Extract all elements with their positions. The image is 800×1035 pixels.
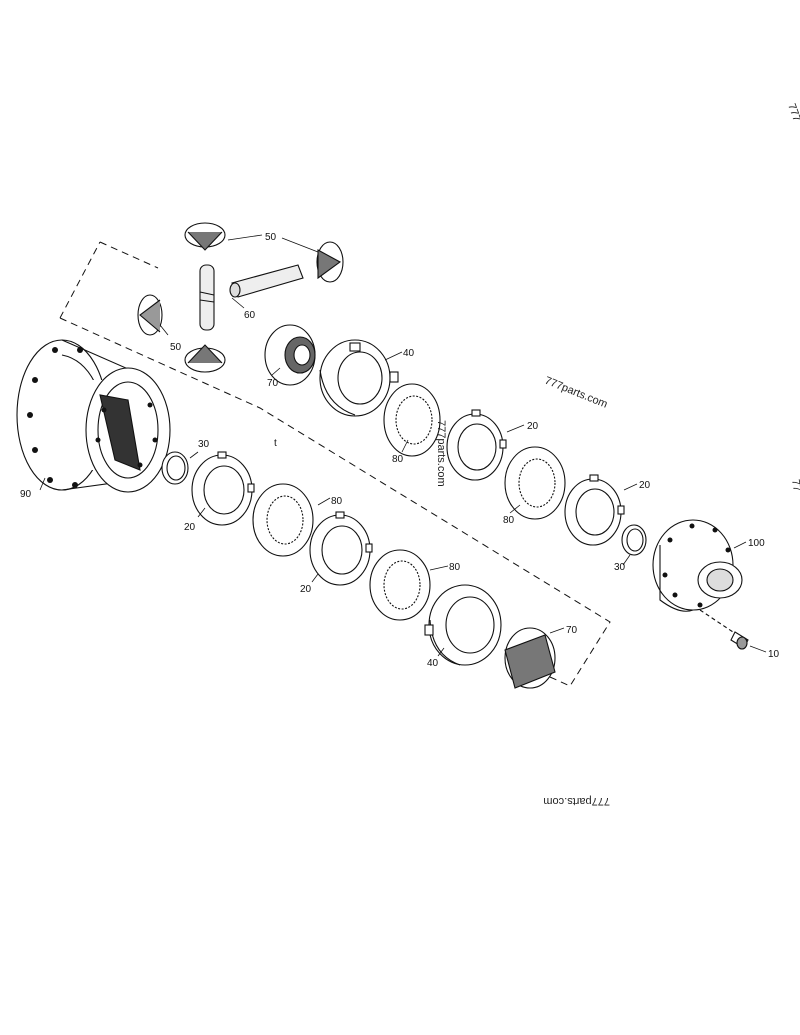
plate-20-4 — [309, 511, 373, 586]
clutch-housing-upper — [319, 339, 399, 417]
cross-shaft-vertical — [199, 264, 215, 331]
watermark-inverted: 777parts.com — [543, 795, 610, 807]
thrust-washer-30-right — [621, 524, 647, 556]
plate-20-1 — [446, 409, 507, 481]
label-80-2: 80 — [503, 515, 515, 526]
cross-shaft-horizontal — [229, 264, 304, 298]
watermark-upper: 777parts.com — [543, 375, 609, 411]
label-60: 60 — [244, 310, 256, 321]
side-gear-upper — [264, 324, 316, 386]
label-100: 100 — [748, 538, 765, 549]
differential-housing — [16, 339, 171, 493]
label-20-1: 20 — [527, 421, 539, 432]
thrust-washer-30-left — [161, 451, 189, 485]
bolt — [699, 609, 749, 650]
watermark-corner-right: 777 — [785, 102, 800, 123]
label-80-4: 80 — [449, 562, 461, 573]
friction-disc-80-1 — [383, 383, 441, 457]
label-40-upper: 40 — [403, 348, 415, 359]
label-20-4: 20 — [300, 584, 312, 595]
spider-gear-left — [137, 294, 163, 336]
label-80-1: 80 — [392, 454, 404, 465]
label-70-lower: 70 — [566, 625, 578, 636]
label-30-right: 30 — [614, 562, 626, 573]
label-30-left: 30 — [198, 439, 210, 450]
friction-disc-80-4 — [369, 549, 431, 621]
watermark-vertical: 777parts.com — [435, 420, 447, 487]
plate-20-3 — [191, 451, 255, 526]
differential-cover — [652, 519, 743, 612]
label-70-upper: 70 — [267, 378, 279, 389]
clutch-housing-lower — [424, 584, 502, 666]
plate-20-2 — [564, 474, 625, 546]
label-40-lower: 40 — [427, 658, 439, 669]
assembly-dashed-outline — [59, 241, 611, 687]
watermark-edge-right: 77 — [789, 478, 800, 492]
label-80-3: 80 — [331, 496, 343, 507]
label-90: 90 — [20, 489, 32, 500]
label-20-3: 20 — [184, 522, 196, 533]
label-50-top: 50 — [265, 232, 277, 243]
label-20-2: 20 — [639, 480, 651, 491]
spider-gear-bottom — [184, 344, 226, 373]
label-10: 10 — [768, 649, 780, 660]
label-t: t — [274, 438, 277, 449]
friction-disc-80-3 — [252, 483, 314, 557]
side-gear-lower — [504, 627, 556, 689]
friction-disc-80-2 — [504, 446, 566, 520]
spider-gear-right — [316, 241, 344, 283]
label-50-left: 50 — [170, 342, 182, 353]
spider-gear-top — [184, 222, 226, 251]
leader-lines — [39, 234, 767, 657]
